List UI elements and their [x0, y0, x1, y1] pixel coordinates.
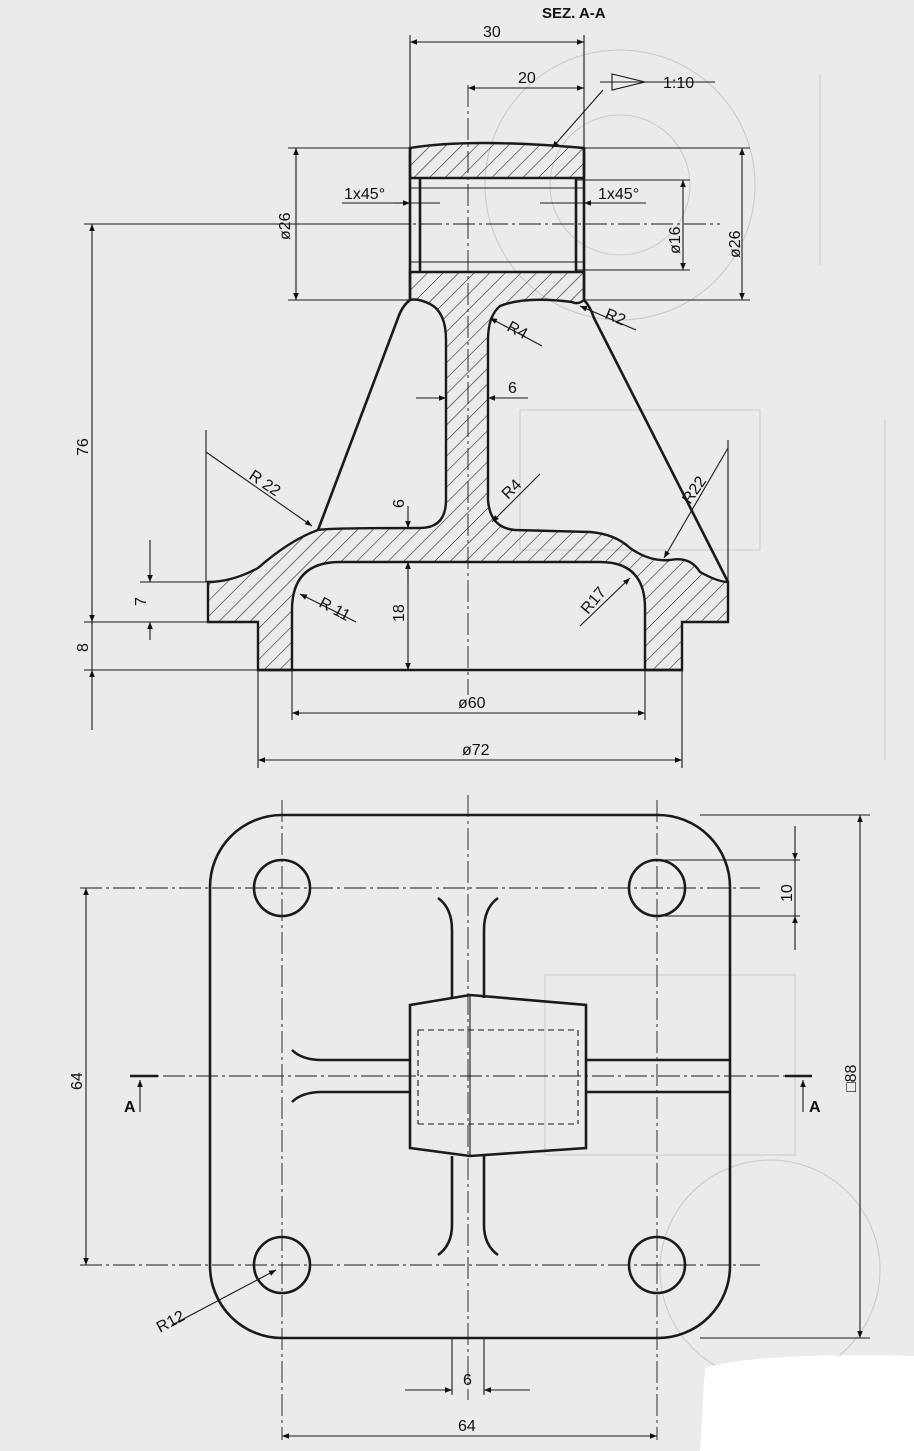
dim-hole-spacing-horizontal: 64: [458, 1418, 476, 1435]
dim-radius-top-right: R2: [603, 306, 628, 329]
base-plate-outline: [208, 813, 732, 1340]
dim-hole-offset: 10: [779, 884, 796, 902]
paper-corner-patch: [700, 1355, 914, 1451]
section-body: [408, 141, 586, 180]
dim-rib-thickness: 6: [463, 1372, 472, 1389]
section-marker-right: A: [809, 1099, 821, 1116]
rib-left-bottom: [291, 1090, 410, 1103]
hub-plan: [408, 993, 588, 1158]
mounting-hole-top-left: [252, 858, 312, 918]
dim-chamfer-left: 1x45°: [344, 186, 385, 203]
dim-outer-dia-base: ø72: [462, 742, 490, 759]
show-through-ghost: [484, 49, 886, 1381]
dim-cavity-height: 18: [391, 604, 408, 622]
dim-bore-dia: ø16: [667, 226, 684, 254]
section-marker-left: A: [124, 1099, 136, 1116]
dim-web-thickness: 6: [508, 380, 517, 397]
dim-square-size: □88: [843, 1064, 860, 1092]
rib-bottom-right: [482, 1156, 499, 1257]
dim-base-height: 8: [75, 643, 92, 652]
dim-radius-right-outer: R22: [679, 473, 710, 507]
dim-radius-web-lower: R4: [499, 476, 526, 503]
cone-left: [316, 298, 411, 531]
dim-flange-step: 6: [391, 499, 408, 508]
rib-left-top: [291, 1049, 410, 1062]
rib-top-right: [482, 896, 499, 998]
dim-outer-dia-right: ø26: [727, 230, 744, 258]
mounting-hole-bottom-left: [252, 1235, 312, 1295]
dim-offset-width: 20: [518, 70, 536, 87]
rib-top-left: [437, 896, 454, 998]
section-title: SEZ. A-A: [542, 5, 606, 22]
dim-corner-radius: R12: [154, 1308, 188, 1337]
taper-ratio: 1:10: [663, 75, 694, 92]
dim-radius-top-left: R4: [504, 319, 530, 344]
mounting-hole-bottom-right: [627, 1235, 687, 1295]
cone-right: [583, 299, 730, 583]
rib-bottom-left: [437, 1156, 454, 1257]
dim-inner-dia: ø60: [458, 695, 486, 712]
dim-radius-left-outer: R 22: [246, 467, 284, 500]
dim-radius-inner-left: R 11: [316, 595, 353, 625]
dim-hole-spacing-vertical: 64: [69, 1072, 86, 1090]
dim-radius-inner-right: R17: [578, 584, 610, 617]
dim-flange-height: 7: [133, 597, 150, 606]
dim-outer-dia-left: ø26: [277, 212, 294, 240]
section-web: [206, 270, 730, 672]
dim-chamfer-right: 1x45°: [598, 186, 639, 203]
dim-top-width: 30: [483, 24, 501, 41]
dim-height-total: 76: [75, 438, 92, 456]
